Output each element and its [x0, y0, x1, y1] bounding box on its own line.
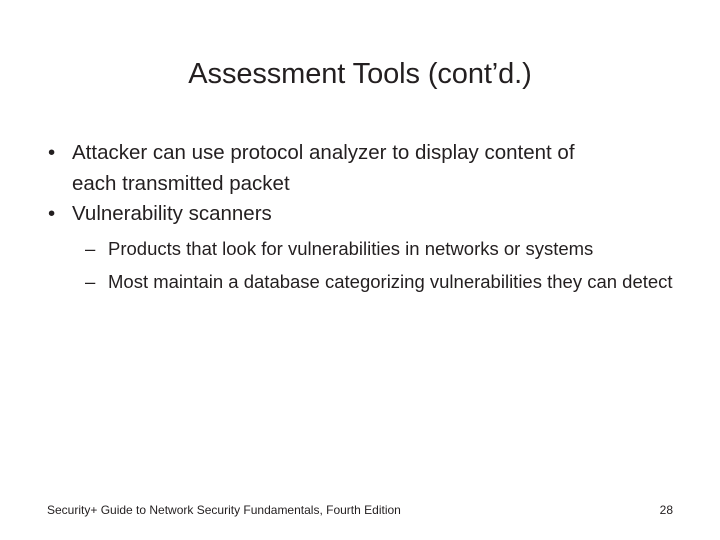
list-item: – Most maintain a database categorizing …	[85, 268, 680, 297]
slide-footer: Security+ Guide to Network Security Fund…	[47, 502, 673, 518]
bullet-list-level-1: • Attacker can use protocol analyzer to …	[44, 138, 680, 297]
bullet-dash-icon: –	[85, 271, 96, 292]
list-item: • Vulnerability scanners – Products that…	[44, 199, 680, 297]
slide-body: • Attacker can use protocol analyzer to …	[44, 138, 680, 297]
bullet-dash-icon: –	[85, 237, 96, 259]
list-item: – Products that look for vulnerabilities…	[85, 235, 680, 264]
list-item-label: Most maintain a database categorizing vu…	[108, 271, 673, 292]
footer-source-text: Security+ Guide to Network Security Fund…	[47, 503, 401, 517]
bullet-dot-icon: •	[48, 202, 56, 225]
list-item-label: Attacker can use protocol analyzer to di…	[72, 141, 575, 195]
page-number: 28	[659, 503, 673, 517]
bullet-list-level-2: – Products that look for vulnerabilities…	[72, 235, 680, 297]
list-item-label: Vulnerability scanners	[72, 202, 272, 225]
bullet-dot-icon: •	[48, 141, 56, 164]
list-item: • Attacker can use protocol analyzer to …	[44, 138, 680, 199]
list-item-label: Products that look for vulnerabilities i…	[108, 237, 594, 259]
page-title: Assessment Tools (cont’d.)	[188, 58, 532, 90]
